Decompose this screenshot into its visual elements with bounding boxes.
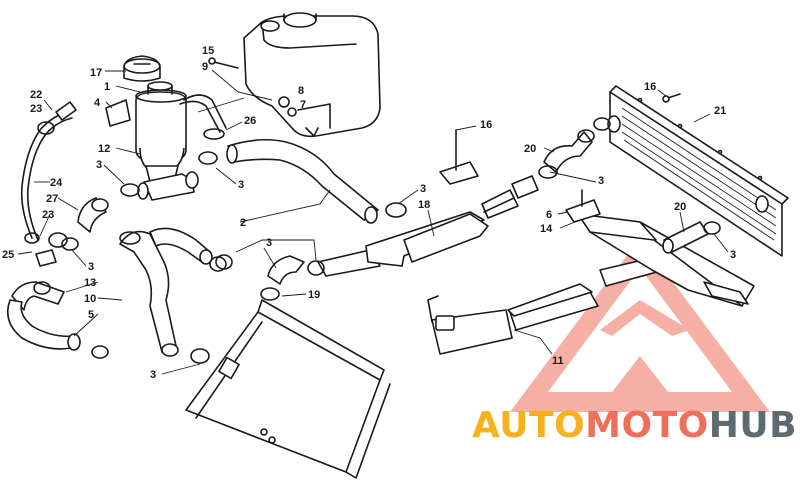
watermark-wordmark: AUTOMOTOHUB <box>472 408 797 444</box>
callout-23-top: 23 <box>30 103 42 115</box>
callout-27: 27 <box>46 193 58 205</box>
callout-14: 14 <box>540 223 553 235</box>
mounting-plate <box>185 299 391 479</box>
coolant-hose-5 <box>6 299 81 351</box>
callout-24: 24 <box>50 177 63 189</box>
callout-20-top: 20 <box>524 143 536 155</box>
callout-3-reservoir: 3 <box>96 159 102 171</box>
hose-clamps-misc <box>385 117 611 218</box>
coolant-hose-27 <box>77 197 109 233</box>
callout-3-radiator: 3 <box>730 249 736 261</box>
callout-23-bottom: 23 <box>42 209 54 221</box>
watermark-part-auto: AUTO <box>472 405 586 446</box>
overflow-tank <box>243 12 381 138</box>
callout-11: 11 <box>552 355 564 367</box>
callout-8: 8 <box>298 85 304 97</box>
callout-15: 15 <box>202 45 214 57</box>
tunnel-heat-exchanger <box>577 213 755 307</box>
bracket-16a <box>439 129 479 185</box>
callout-5: 5 <box>88 309 94 321</box>
callout-3-center: 3 <box>266 237 272 249</box>
upper-radiator-hose-2 <box>226 138 379 224</box>
center-hose-connector <box>215 249 381 277</box>
callout-3-tee: 3 <box>238 179 244 191</box>
callout-3-left: 3 <box>88 261 94 273</box>
pressure-cap <box>123 55 161 82</box>
tee-fitting <box>137 171 199 201</box>
coolant-hose-10 <box>119 230 179 357</box>
bracket-6-14 <box>565 189 601 223</box>
callout-6: 6 <box>546 209 552 221</box>
callout-4: 4 <box>94 97 101 109</box>
watermark-triangle-logo <box>510 238 770 412</box>
callout-labels: 17 1 4 12 3 15 9 8 7 26 3 22 23 24 27 23… <box>2 45 736 381</box>
watermark-part-hub: HUB <box>708 405 798 446</box>
callout-12: 12 <box>98 143 110 155</box>
callout-26: 26 <box>244 115 256 127</box>
callout-16-center: 16 <box>480 119 492 131</box>
heat-exchanger-11 <box>427 255 665 355</box>
clamps-center-left <box>91 151 227 364</box>
callout-1: 1 <box>104 81 110 93</box>
clamps-left <box>33 232 79 295</box>
watermark-part-moto: MOTO <box>585 405 709 446</box>
heat-exchanger-18 <box>365 175 539 267</box>
callout-3-bottom: 3 <box>150 369 156 381</box>
reservoir-bracket <box>105 99 131 127</box>
coolant-hose-10b <box>149 227 213 265</box>
vent-hose-9 <box>179 94 227 133</box>
coolant-reservoir <box>135 81 187 183</box>
breather-fitting-22 <box>55 101 77 121</box>
vent-hose-24 <box>20 111 73 241</box>
callout-21: 21 <box>714 105 726 117</box>
hose-clamp-23b <box>24 232 40 244</box>
callout-17: 17 <box>90 67 102 79</box>
callout-19: 19 <box>308 289 320 301</box>
leader-lines <box>17 69 729 375</box>
coolant-hose-20b <box>662 221 721 254</box>
coolant-hose-19 <box>260 255 305 301</box>
hose-clamp-26 <box>203 128 225 140</box>
fitting-7-8 <box>278 96 297 117</box>
coolant-hose-20a <box>538 129 595 179</box>
callout-18: 18 <box>418 199 430 211</box>
callout-16-right: 16 <box>644 81 656 93</box>
callout-7: 7 <box>300 99 306 111</box>
coolant-hose-13 <box>11 281 65 311</box>
callout-2: 2 <box>240 217 246 229</box>
callout-3-exchanger: 3 <box>420 183 426 195</box>
callout-13: 13 <box>84 277 96 289</box>
callout-10: 10 <box>84 293 96 305</box>
hose-clamp-23a <box>37 121 55 135</box>
callout-25: 25 <box>2 249 14 261</box>
callout-3-right: 3 <box>598 175 604 187</box>
screw-15 <box>208 57 239 69</box>
callout-22: 22 <box>30 89 42 101</box>
callout-20-bottom: 20 <box>674 201 686 213</box>
callout-9: 9 <box>202 61 208 73</box>
radiator-21 <box>607 85 789 257</box>
